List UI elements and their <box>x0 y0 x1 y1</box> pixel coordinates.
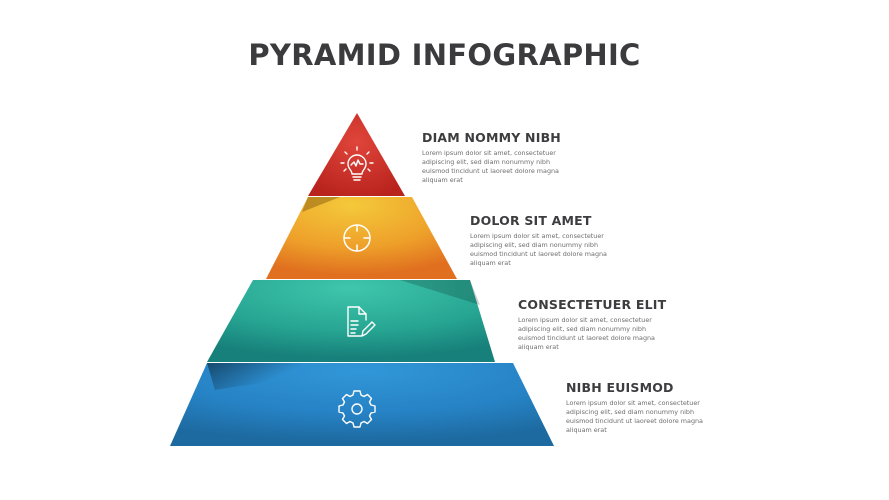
level-3-label: CONSECTETUER ELIT Lorem ipsum dolor sit … <box>518 297 718 352</box>
level-2-label: DOLOR SIT AMET Lorem ipsum dolor sit ame… <box>470 213 670 268</box>
level-2-heading: DOLOR SIT AMET <box>470 213 592 228</box>
gear-icon <box>338 390 376 428</box>
level-4-heading: NIBH EUISMOD <box>566 380 674 395</box>
level-4-description: Lorem ipsum dolor sit amet, consectetuer… <box>566 399 703 434</box>
level-1-description: Lorem ipsum dolor sit amet, consectetuer… <box>422 149 559 184</box>
pyramid-level-4 <box>170 363 554 446</box>
level-3-description: Lorem ipsum dolor sit amet, consectetuer… <box>518 316 655 351</box>
target-crosshair-icon <box>343 224 371 252</box>
level-2-description: Lorem ipsum dolor sit amet, consectetuer… <box>470 232 607 267</box>
page-title: PYRAMID INFOGRAPHIC <box>248 38 641 72</box>
level-4-label: NIBH EUISMOD Lorem ipsum dolor sit amet,… <box>566 380 766 435</box>
level-1-label: DIAM NOMMY NIBH Lorem ipsum dolor sit am… <box>422 130 622 185</box>
level-1-heading: DIAM NOMMY NIBH <box>422 130 561 145</box>
document-edit-icon <box>347 306 376 337</box>
level-3-heading: CONSECTETUER ELIT <box>518 297 667 312</box>
pyramid-level-2 <box>266 197 457 279</box>
lightbulb-icon <box>340 146 374 181</box>
